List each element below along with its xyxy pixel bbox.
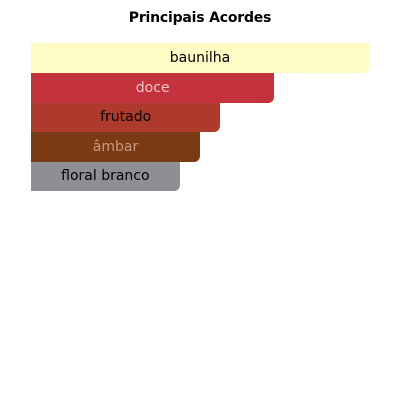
bar-frutado: frutado bbox=[31, 102, 221, 132]
bar-label: doce bbox=[135, 79, 170, 96]
bar-label: baunilha bbox=[169, 50, 231, 66]
chart-title: Principais Acordes bbox=[128, 10, 272, 26]
bar-baunilha: baunilha bbox=[31, 43, 369, 73]
bar-label: frutado bbox=[100, 109, 152, 125]
bar-label: floral branco bbox=[61, 168, 150, 184]
bar-label: âmbar bbox=[92, 138, 139, 155]
bar-âmbar: âmbar bbox=[31, 131, 200, 162]
bar-floral-branco: floral branco bbox=[31, 161, 180, 191]
bar-doce: doce bbox=[31, 72, 275, 103]
